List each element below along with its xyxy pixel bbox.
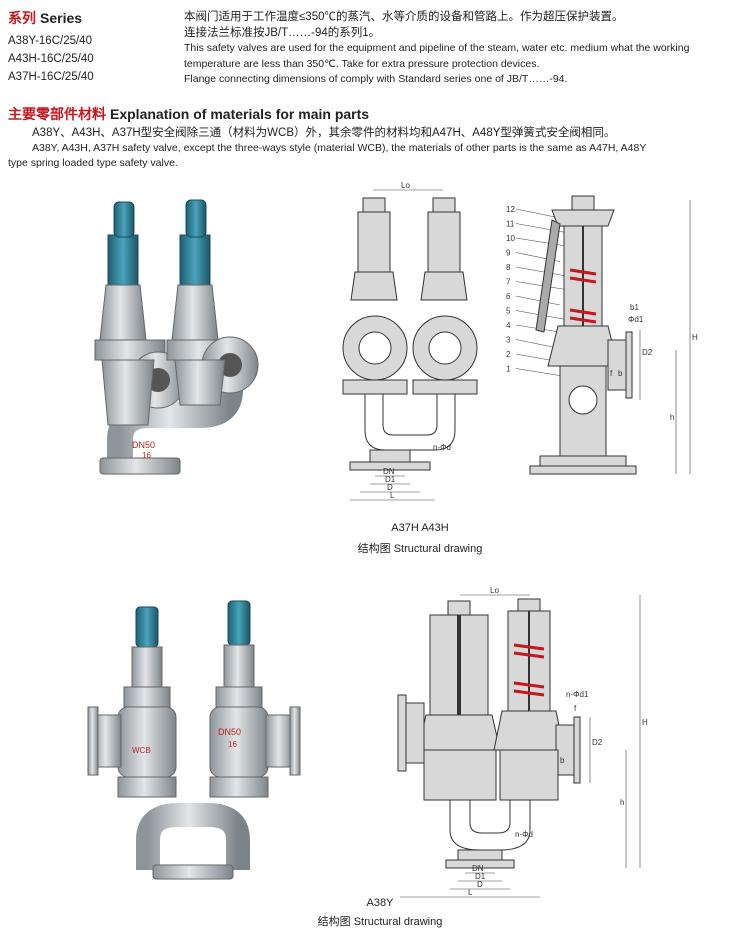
model-item: A38Y-16C/25/40 bbox=[8, 35, 92, 47]
part-number-label: 3 bbox=[506, 336, 511, 345]
part-number-label: 10 bbox=[506, 234, 515, 243]
structural-drawing-a38y: Lo n-Φd DN D1 D L H h D2 n-Φd1 f b bbox=[397, 586, 648, 898]
dim-b-label: b bbox=[560, 756, 565, 765]
dim-lo-label: Lo bbox=[490, 586, 499, 595]
dim-dn-label: DN bbox=[383, 467, 395, 476]
materials-text-cn: A38Y、A43H、A37H型安全阀除三通（材料为WCB）外，其余零件的材料均和… bbox=[32, 127, 616, 139]
dim-phid1-label: n-Φd1 bbox=[566, 690, 589, 699]
desc-cn-line: 连接法兰标准按JB/T……-94的系列1。 bbox=[184, 26, 381, 39]
dim-f-label: f bbox=[574, 704, 577, 713]
figure1-caption: 结构图 Structural drawing bbox=[357, 543, 483, 555]
model-item: A37H-16C/25/40 bbox=[8, 71, 94, 83]
figure2-models-label: A38Y bbox=[366, 897, 394, 909]
part-number-label: 11 bbox=[506, 220, 515, 229]
dim-d-label: D bbox=[387, 483, 393, 492]
dim-h-label: h bbox=[620, 798, 624, 807]
part-number-label: 2 bbox=[506, 350, 511, 359]
part-leader-line bbox=[515, 266, 567, 277]
desc-en-line: temperature are less than 350℃. Take for… bbox=[184, 57, 540, 70]
dim-f-label: f bbox=[610, 369, 613, 378]
part-number-label: 5 bbox=[506, 307, 511, 316]
materials-text-en: type spring loaded type safety valve. bbox=[8, 157, 178, 169]
photo-pn-marking: 16 bbox=[142, 451, 151, 460]
dim-d1-label: D1 bbox=[385, 475, 396, 484]
desc-en-line: This safety valves are used for the equi… bbox=[184, 42, 690, 54]
series-title-en: Series bbox=[40, 10, 83, 26]
materials-text: A38Y、A43H、A37H型安全阀除三通（材料为WCB）外，其余零件的材料均和… bbox=[8, 126, 744, 171]
desc-en-line: Flange connecting dimensions of comply w… bbox=[184, 73, 568, 85]
photo-pn-marking: 16 bbox=[228, 740, 237, 749]
part-number-label: 4 bbox=[506, 321, 511, 330]
dim-lo-label: Lo bbox=[401, 181, 410, 190]
photo-dn-marking: DN50 bbox=[132, 440, 155, 450]
photo-material-marking: WCB bbox=[132, 746, 151, 755]
dim-d1-label: D1 bbox=[475, 872, 486, 881]
materials-title-cn: 主要零部件材料 bbox=[8, 106, 106, 122]
part-number-label: 9 bbox=[506, 249, 511, 258]
figure2-caption: 结构图 Structural drawing bbox=[317, 916, 443, 928]
dim-h-label: h bbox=[670, 413, 674, 422]
series-title-cn: 系列 bbox=[8, 10, 36, 26]
part-number-label: 8 bbox=[506, 263, 511, 272]
dim-b1-label: b1 bbox=[630, 303, 639, 312]
part-number-label: 7 bbox=[506, 278, 511, 287]
part-number-label: 6 bbox=[506, 292, 511, 301]
section-drawing-a37h: 12 11 10 9 8 7 6 5 4 3 2 1 H h D2 b1 Φd1 f b bbox=[506, 195, 698, 475]
part-number-label: 12 bbox=[506, 205, 515, 214]
figure1-models-label: A37H A43H bbox=[391, 522, 449, 534]
part-leader-line bbox=[515, 295, 561, 306]
valve-photo-a38y: DN50 16 WCB bbox=[87, 600, 301, 880]
materials-title-en: Explanation of materials for main parts bbox=[110, 106, 370, 122]
dim-b-label: b bbox=[618, 369, 623, 378]
dim-H-label: H bbox=[692, 333, 698, 342]
materials-text-en: A38Y, A43H, A37H safety valve, except th… bbox=[32, 142, 647, 154]
valve-photo-a37h: DN50 16 bbox=[94, 199, 259, 475]
dim-d2-label: D2 bbox=[592, 738, 603, 747]
dim-phid-label: n-Φd bbox=[433, 443, 451, 452]
dim-dn-label: DN bbox=[472, 864, 484, 873]
photo-dn-marking: DN50 bbox=[218, 727, 241, 737]
structural-drawing-a37h: Lo n-Φd DN D1 D L bbox=[342, 181, 478, 501]
dim-d2-label: D2 bbox=[642, 348, 653, 357]
dim-l-label: L bbox=[390, 491, 395, 500]
desc-cn-line: 本阀门适用于工作温度≤350℃的蒸汽、水等介质的设备和管路上。作为超压保护装置。 bbox=[184, 11, 624, 23]
part-leader-line bbox=[515, 208, 561, 219]
model-list: A38Y-16C/25/40 A43H-16C/25/40 A37H-16C/2… bbox=[8, 32, 94, 86]
dim-phid1-label: Φd1 bbox=[628, 315, 644, 324]
dim-H-label: H bbox=[642, 718, 648, 727]
part-number-label: 1 bbox=[506, 365, 511, 374]
dim-l-label: L bbox=[468, 888, 473, 897]
dim-phid-label: n-Φd bbox=[515, 830, 533, 839]
series-description: 本阀门适用于工作温度≤350℃的蒸汽、水等介质的设备和管路上。作为超压保护装置。… bbox=[184, 10, 744, 88]
part-leader-line bbox=[515, 237, 573, 248]
model-item: A43H-16C/25/40 bbox=[8, 53, 94, 65]
dim-d-label: D bbox=[477, 880, 483, 889]
